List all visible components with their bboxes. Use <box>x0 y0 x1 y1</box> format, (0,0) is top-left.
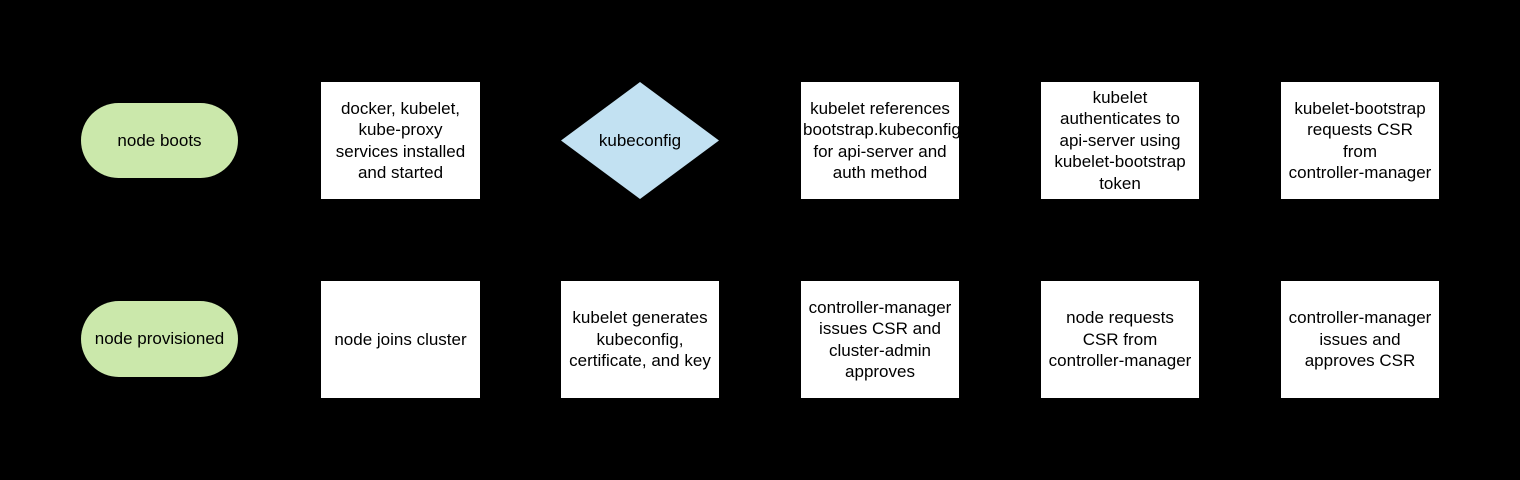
kubelet-references-label: kubelet references bootstrap.kubeconfig … <box>803 98 961 183</box>
kubeconfig-decision[interactable]: kubeconfig <box>561 82 719 199</box>
node-boots-terminator[interactable]: node boots <box>81 103 238 178</box>
bootstrap-requests-csr-box[interactable]: kubelet-bootstrap requests CSR from cont… <box>1281 82 1439 199</box>
kubelet-references-box[interactable]: kubelet references bootstrap.kubeconfig … <box>801 82 961 199</box>
kubelet-generates-label: kubelet generates kubeconfig, certificat… <box>569 308 711 371</box>
kubelet-authenticates-label: kubelet authenticates to api-server usin… <box>1054 87 1186 193</box>
services-installed-label: docker, kubelet, kube-proxy services ins… <box>335 98 466 183</box>
kubeconfig-label: kubeconfig <box>598 130 682 150</box>
node-requests-csr-box[interactable]: node requests CSR from controller-manage… <box>1041 281 1199 398</box>
bootstrap-requests-csr-label: kubelet-bootstrap requests CSR from cont… <box>1288 98 1432 183</box>
node-provisioned-terminator[interactable]: node provisioned <box>81 301 238 377</box>
cm-issues-approves-label: controller-manager issues and approves C… <box>1288 308 1432 371</box>
services-installed-box[interactable]: docker, kubelet, kube-proxy services ins… <box>321 82 480 199</box>
kubelet-authenticates-box[interactable]: kubelet authenticates to api-server usin… <box>1041 82 1199 199</box>
node-provisioned-label: node provisioned <box>94 329 225 349</box>
node-joins-cluster-box[interactable]: node joins cluster <box>321 281 480 398</box>
node-joins-cluster-label: node joins cluster <box>334 329 467 349</box>
node-boots-label: node boots <box>117 130 202 150</box>
cm-issues-csr-box[interactable]: controller-manager issues CSR and cluste… <box>801 281 959 398</box>
node-requests-csr-label: node requests CSR from controller-manage… <box>1048 308 1192 371</box>
kubelet-generates-box[interactable]: kubelet generates kubeconfig, certificat… <box>561 281 719 398</box>
cm-issues-approves-box[interactable]: controller-manager issues and approves C… <box>1281 281 1439 398</box>
cm-issues-csr-label: controller-manager issues CSR and cluste… <box>808 297 952 382</box>
